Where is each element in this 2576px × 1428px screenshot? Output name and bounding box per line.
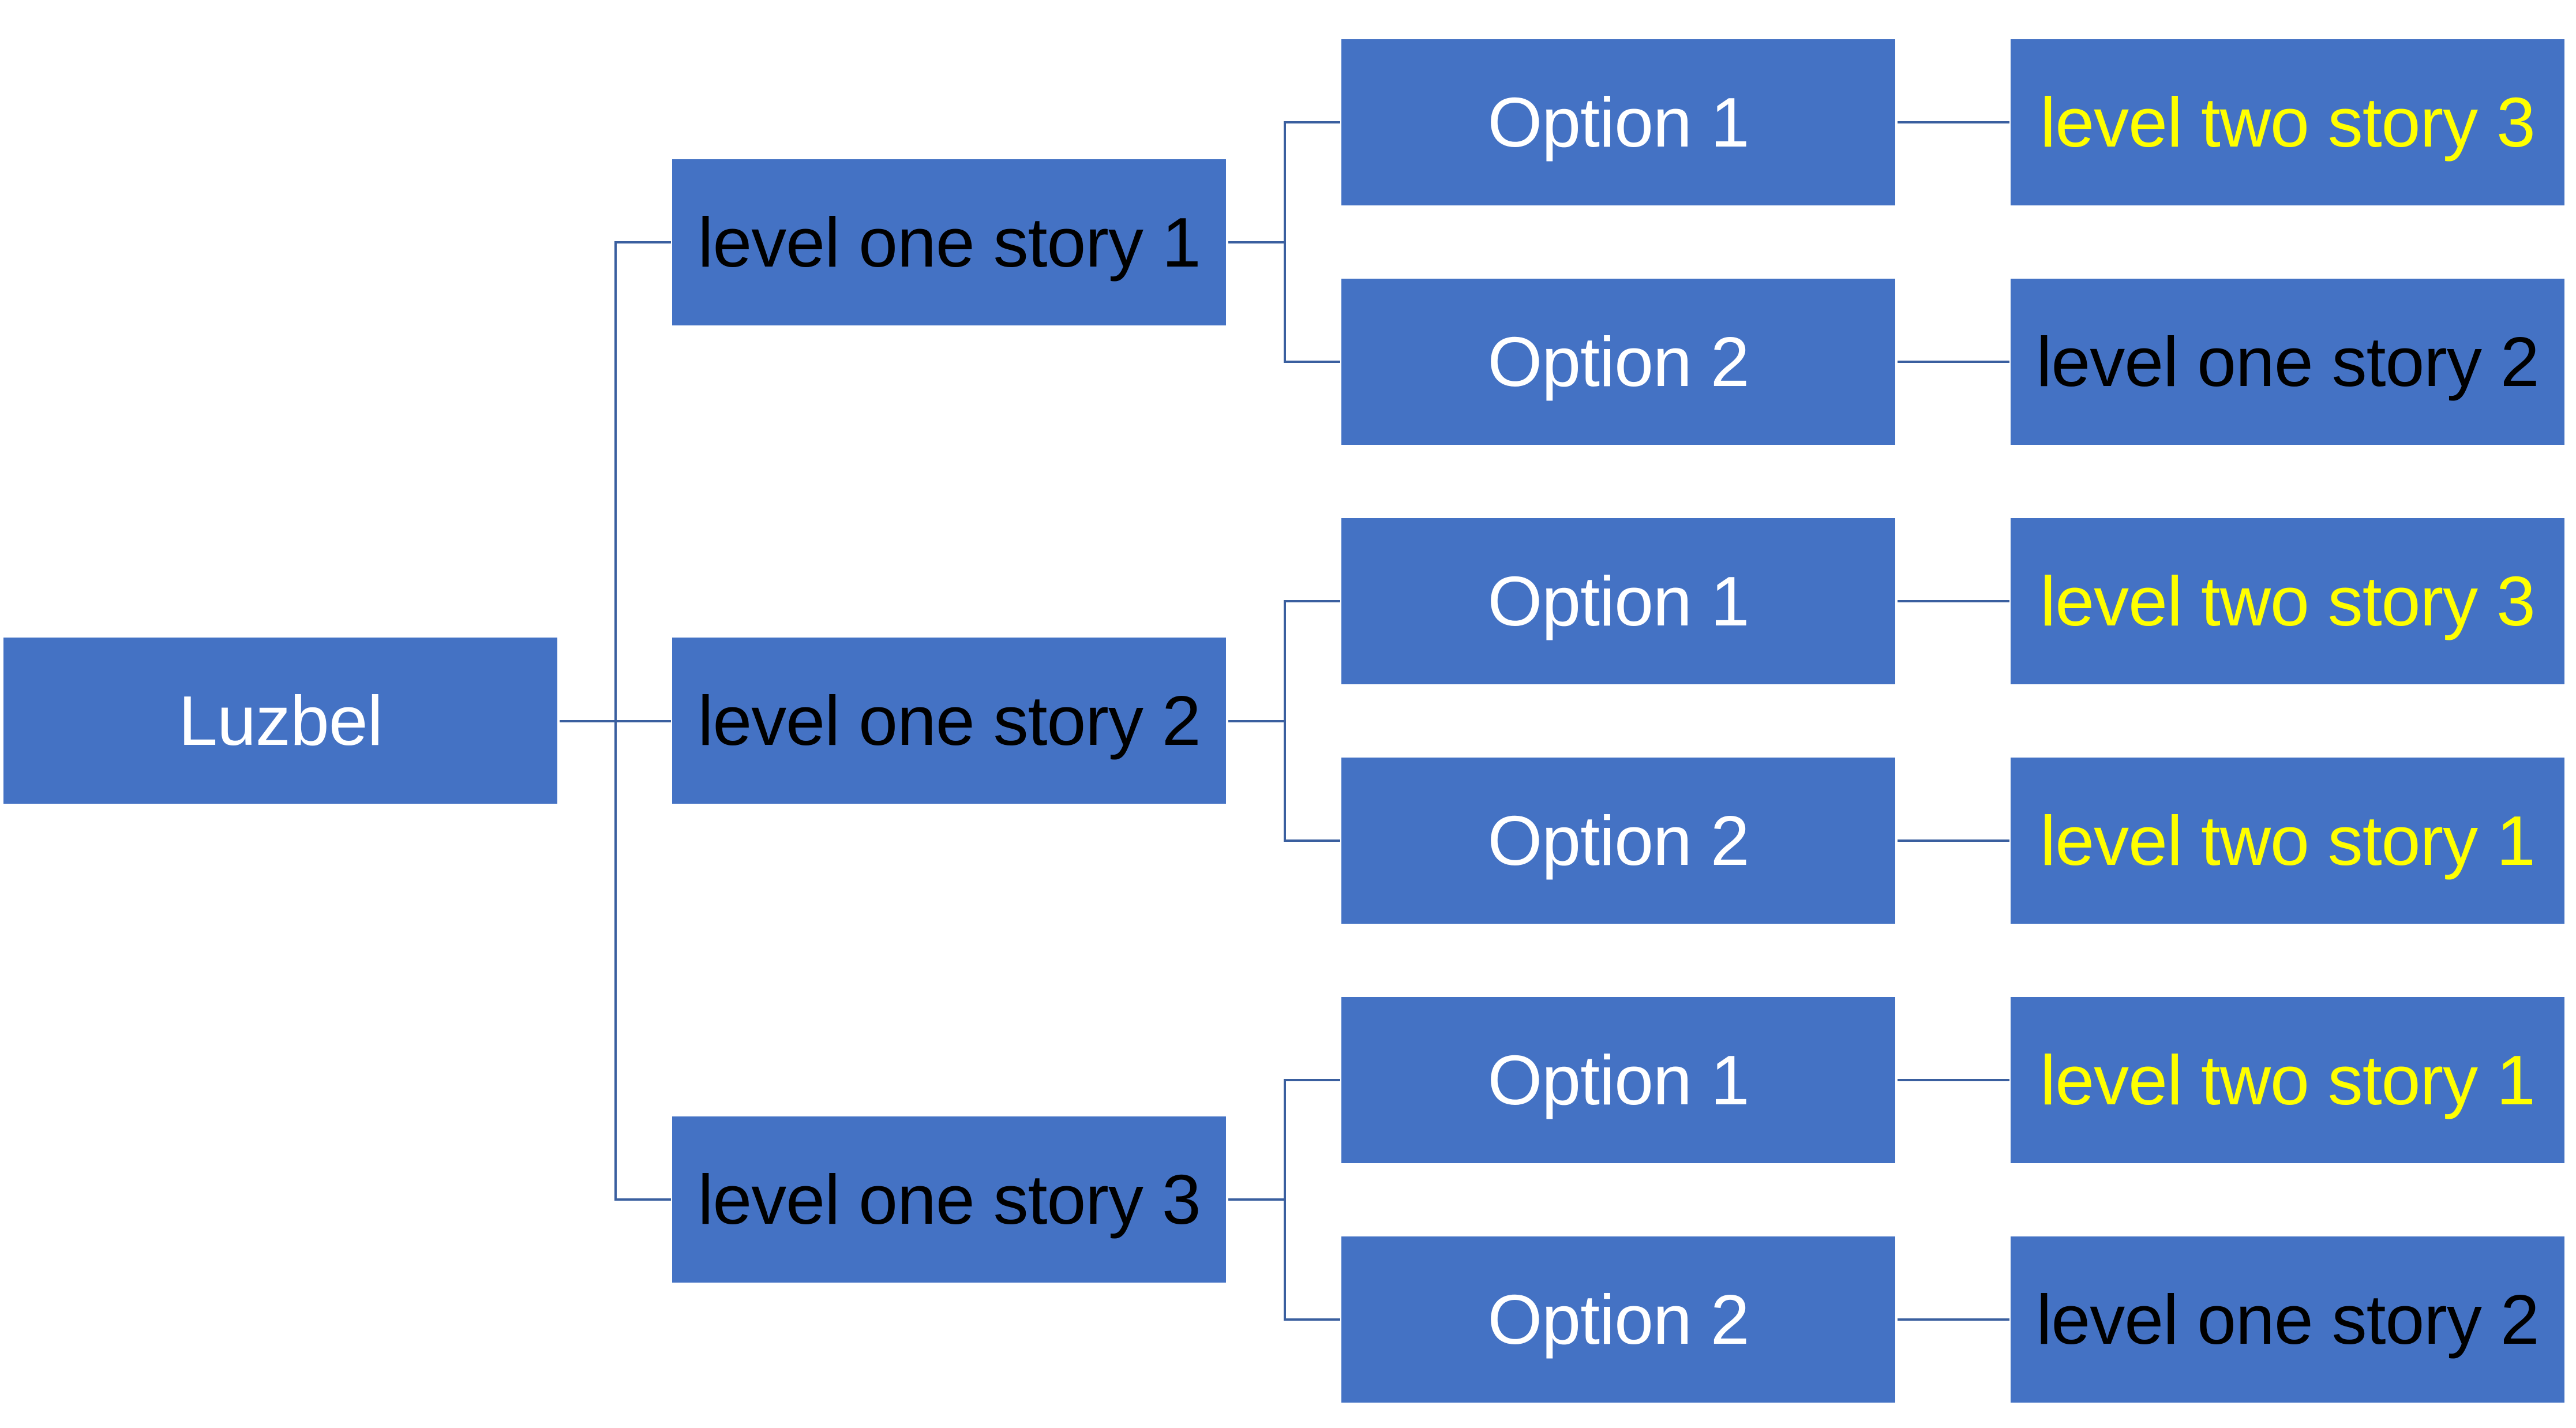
option-node-label: Option 1 bbox=[1487, 562, 1749, 640]
result-node-label: level two story 3 bbox=[2040, 562, 2536, 640]
option-node-2-1: Option 1 bbox=[1341, 518, 1895, 684]
connector-level-one-3-stub bbox=[1228, 1198, 1285, 1201]
connector-option-2-1-to-result bbox=[1898, 600, 2009, 602]
result-node-label: level two story 1 bbox=[2040, 1041, 2536, 1119]
result-node-label: level one story 2 bbox=[2036, 323, 2539, 401]
connector-to-option-3-1 bbox=[1284, 1079, 1340, 1081]
connector-level-one-2-spine bbox=[1284, 600, 1286, 842]
result-node-2-1: level two story 3 bbox=[2011, 518, 2564, 684]
connector-option-2-2-to-result bbox=[1898, 839, 2009, 842]
result-node-1-1: level two story 3 bbox=[2011, 39, 2564, 205]
result-node-2-2: level two story 1 bbox=[2011, 758, 2564, 924]
connector-level-one-2-stub bbox=[1228, 720, 1285, 722]
option-node-3-1: Option 1 bbox=[1341, 997, 1895, 1163]
option-node-label: Option 2 bbox=[1487, 1280, 1749, 1359]
option-node-3-2: Option 2 bbox=[1341, 1236, 1895, 1403]
connector-to-option-3-2 bbox=[1284, 1318, 1340, 1321]
connector-option-3-2-to-result bbox=[1898, 1318, 2009, 1321]
result-node-label: level two story 3 bbox=[2040, 83, 2536, 162]
option-node-1-1: Option 1 bbox=[1341, 39, 1895, 205]
connector-level-one-1-stub bbox=[1228, 241, 1285, 243]
option-node-1-2: Option 2 bbox=[1341, 279, 1895, 445]
root-node-label: Luzbel bbox=[178, 681, 383, 760]
connector-option-3-1-to-result bbox=[1898, 1079, 2009, 1081]
connector-to-level-one-2 bbox=[614, 720, 671, 722]
root-node: Luzbel bbox=[3, 638, 557, 804]
connector-root-stub bbox=[560, 720, 616, 722]
result-node-label: level two story 1 bbox=[2040, 801, 2536, 880]
connector-level-one-3-spine bbox=[1284, 1079, 1286, 1321]
level-one-node-2: level one story 2 bbox=[672, 638, 1226, 804]
connector-to-option-2-1 bbox=[1284, 600, 1340, 602]
option-node-label: Option 1 bbox=[1487, 83, 1749, 162]
level-one-node-label: level one story 2 bbox=[698, 681, 1201, 760]
connector-option-1-1-to-result bbox=[1898, 121, 2009, 123]
level-one-node-1: level one story 1 bbox=[672, 159, 1226, 325]
connector-to-option-1-2 bbox=[1284, 361, 1340, 363]
level-one-node-label: level one story 3 bbox=[698, 1160, 1201, 1239]
result-node-3-1: level two story 1 bbox=[2011, 997, 2564, 1163]
level-one-node-label: level one story 1 bbox=[698, 203, 1201, 282]
connector-option-1-2-to-result bbox=[1898, 361, 2009, 363]
result-node-3-2: level one story 2 bbox=[2011, 1236, 2564, 1403]
option-node-label: Option 2 bbox=[1487, 323, 1749, 401]
connector-to-level-one-1 bbox=[614, 241, 671, 243]
result-node-1-2: level one story 2 bbox=[2011, 279, 2564, 445]
connector-to-option-1-1 bbox=[1284, 121, 1340, 123]
option-node-label: Option 1 bbox=[1487, 1041, 1749, 1119]
connector-to-option-2-2 bbox=[1284, 839, 1340, 842]
result-node-label: level one story 2 bbox=[2036, 1280, 2539, 1359]
option-node-2-2: Option 2 bbox=[1341, 758, 1895, 924]
option-node-label: Option 2 bbox=[1487, 801, 1749, 880]
connector-to-level-one-3 bbox=[614, 1198, 671, 1201]
connector-level-one-1-spine bbox=[1284, 121, 1286, 363]
level-one-node-3: level one story 3 bbox=[672, 1116, 1226, 1283]
